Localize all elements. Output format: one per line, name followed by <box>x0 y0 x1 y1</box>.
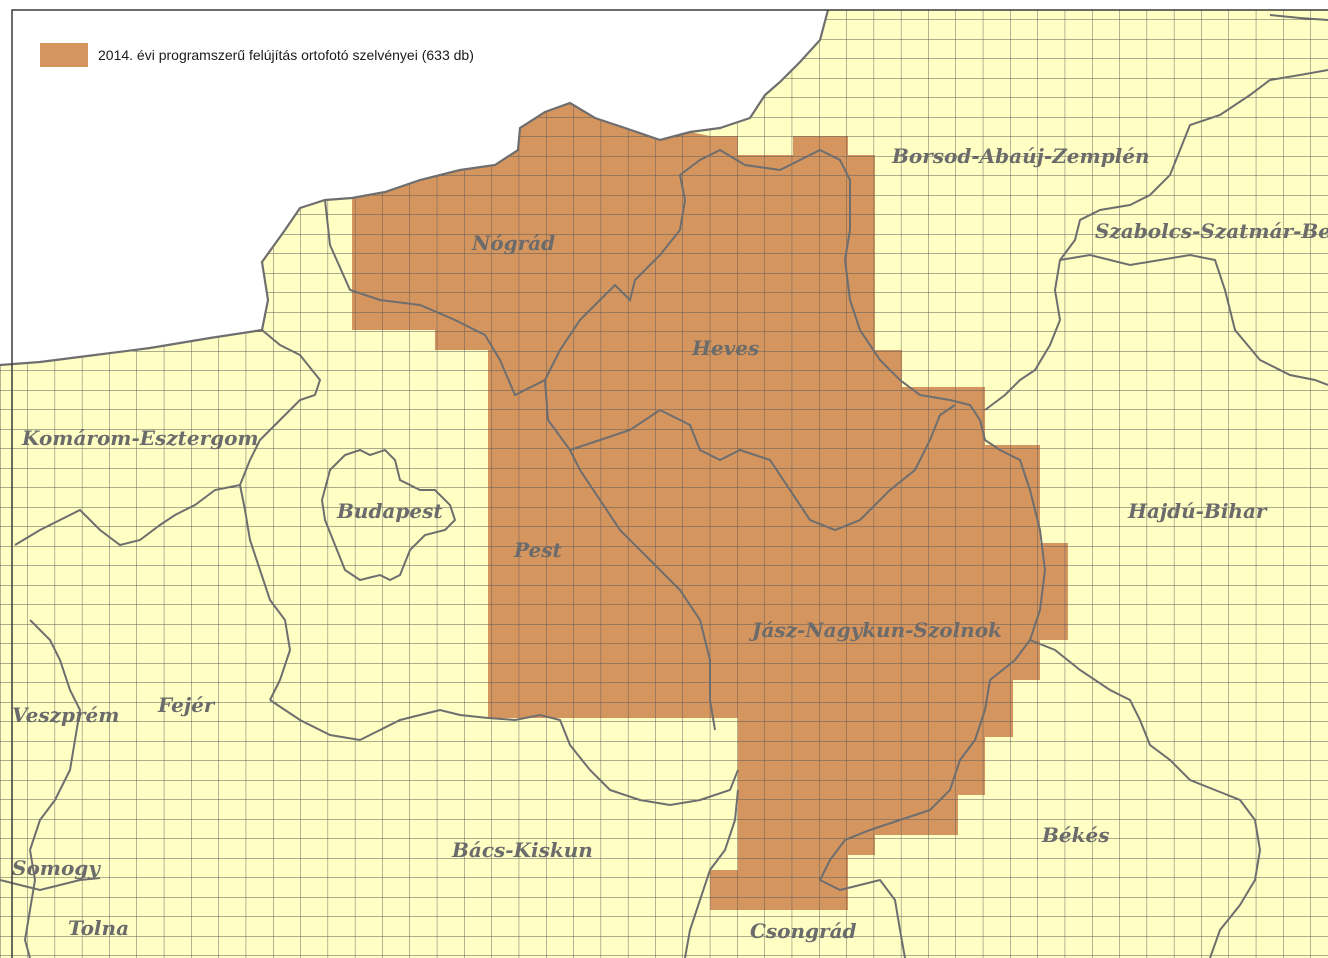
county-label-heves: Heves <box>691 336 759 360</box>
county-label-veszprem: Veszprém <box>12 703 119 727</box>
county-label-komarom: Komárom-Esztergom <box>21 426 259 450</box>
county-label-csongrad: Csongrád <box>750 919 857 943</box>
county-label-szabolcs: Szabolcs-Szatmár-Bereg <box>1095 219 1328 243</box>
county-label-tolna: Tolna <box>68 916 129 940</box>
county-label-somogy: Somogy <box>12 856 101 880</box>
county-label-budapest: Budapest <box>336 499 443 523</box>
county-label-borsod: Borsod-Abaúj-Zemplén <box>891 144 1150 168</box>
legend-swatch <box>40 43 88 67</box>
county-label-fejer: Fejér <box>157 693 216 717</box>
county-label-pest: Pest <box>513 538 562 562</box>
county-borders <box>0 14 1328 958</box>
legend: 2014. évi programszerű felújítás ortofot… <box>40 43 474 67</box>
county-labels: Nógrád Heves Borsod-Abaúj-Zemplén Szabol… <box>12 144 1328 943</box>
map-frame <box>11 9 1328 958</box>
county-label-nograd: Nógrád <box>471 231 555 255</box>
county-label-jasz: Jász-Nagykun-Szolnok <box>748 618 1002 642</box>
legend-label: 2014. évi programszerű felújítás ortofot… <box>98 47 474 63</box>
county-label-bekes: Békés <box>1041 823 1109 847</box>
county-label-bacs: Bács-Kiskun <box>451 838 593 862</box>
county-label-hajdu: Hajdú-Bihar <box>1127 499 1268 523</box>
